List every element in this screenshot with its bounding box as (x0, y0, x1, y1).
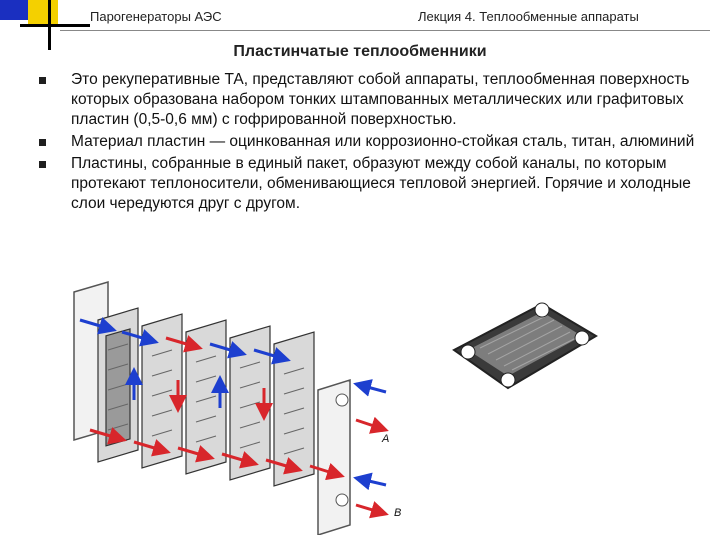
plate-photo (452, 302, 598, 390)
header-course-title: Парогенераторы АЭС (90, 9, 222, 24)
bullet-square-icon (39, 77, 46, 84)
bullet-item: Это рекуперативные ТА, представляют собо… (38, 70, 698, 130)
flow-label-b: B (394, 507, 401, 519)
bullet-text: Это рекуперативные ТА, представляют собо… (71, 71, 690, 128)
slide-title: Пластинчатые теплообменники (233, 43, 487, 60)
logo (0, 0, 90, 50)
bullet-item: Пластины, собранные в единый пакет, обра… (38, 154, 698, 214)
bullet-text: Материал пластин — оцинкованная или корр… (71, 133, 695, 150)
flow-label-a: A (381, 433, 389, 445)
bullet-text: Пластины, собранные в единый пакет, обра… (71, 155, 691, 212)
header-divider (60, 30, 710, 31)
bullet-item: Материал пластин — оцинкованная или корр… (38, 132, 698, 152)
bullet-square-icon (39, 139, 46, 146)
plate-exchanger-diagram: A B (73, 280, 401, 535)
bullet-square-icon (39, 161, 46, 168)
bullet-list: Это рекуперативные ТА, представляют собо… (38, 70, 698, 216)
header-lecture-title: Лекция 4. Теплообменные аппараты (418, 9, 639, 24)
